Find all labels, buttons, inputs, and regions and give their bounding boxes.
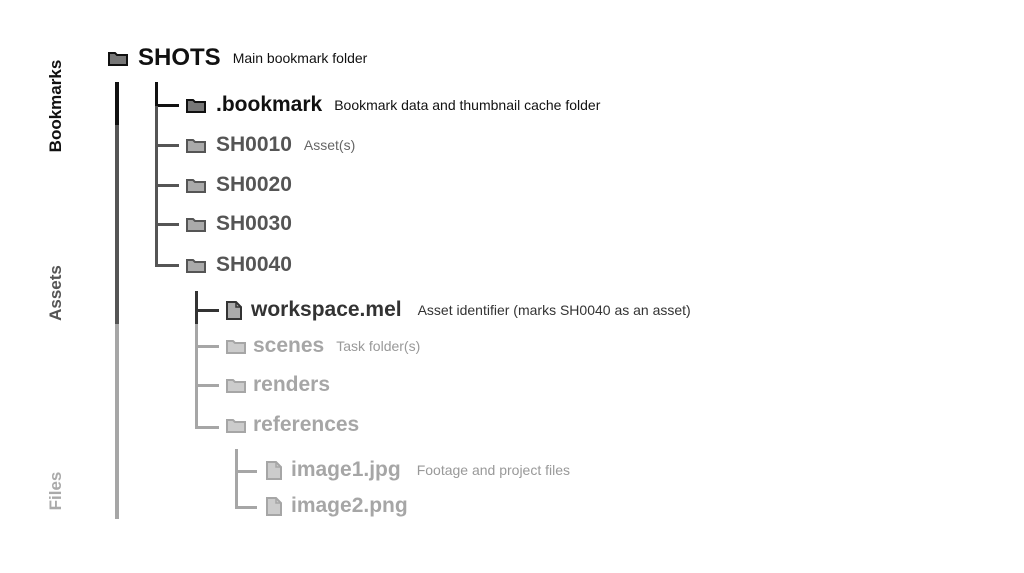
tree-row-image1[interactable]: image1.jpg Footage and project files xyxy=(266,457,570,483)
tree-connector-workspace-v xyxy=(195,291,198,324)
workspace-file-desc: Asset identifier (marks SH0040 as an ass… xyxy=(417,302,691,318)
folder-icon xyxy=(226,377,246,393)
image2-file-name: image2.png xyxy=(291,494,408,517)
folder-icon xyxy=(186,177,206,193)
bookmark-folder-desc: Bookmark data and thumbnail cache folder xyxy=(334,97,601,113)
folder-icon xyxy=(186,137,206,153)
tree-connector-workspace-h xyxy=(195,309,219,312)
sh0010-folder-desc: Asset(s) xyxy=(303,137,356,153)
tree-connector-files-v xyxy=(235,449,238,509)
sh0040-folder-name: SH0040 xyxy=(216,253,292,276)
references-folder-name: references xyxy=(253,413,360,436)
sh0020-folder-name: SH0020 xyxy=(216,173,292,196)
bookmarks-side-bar xyxy=(115,82,119,125)
tree-connector-bookmark-h xyxy=(155,104,179,107)
file-icon xyxy=(266,496,282,516)
tree-connector-sh0030-h xyxy=(155,223,179,226)
shots-folder-name: SHOTS xyxy=(138,44,221,71)
tree-connector-sh0010-h xyxy=(155,144,179,147)
tree-row-sh0020[interactable]: SH0020 xyxy=(186,172,292,198)
tree-connector-scenes-h xyxy=(195,345,219,348)
file-icon xyxy=(266,460,282,480)
image1-file-desc: Footage and project files xyxy=(416,462,571,478)
file-icon xyxy=(226,300,242,320)
tree-row-sh0030[interactable]: SH0030 xyxy=(186,211,292,237)
tree-row-workspace[interactable]: workspace.mel Asset identifier (marks SH… xyxy=(226,296,691,324)
tree-connector-sh0020-h xyxy=(155,184,179,187)
folder-icon xyxy=(186,97,206,113)
assets-side-bar xyxy=(115,125,119,324)
folder-icon xyxy=(226,338,246,354)
tree-row-sh0010[interactable]: SH0010 Asset(s) xyxy=(186,132,355,158)
tree-row-references[interactable]: references xyxy=(226,412,359,438)
tree-row-bookmark[interactable]: .bookmark Bookmark data and thumbnail ca… xyxy=(186,92,600,118)
sh0010-folder-name: SH0010 xyxy=(216,133,292,156)
folder-icon xyxy=(108,50,128,66)
assets-side-label: Assets xyxy=(46,265,65,321)
shots-folder-desc: Main bookmark folder xyxy=(232,50,368,66)
tree-row-shots[interactable]: SHOTS Main bookmark folder xyxy=(108,44,367,72)
image1-file-name: image1.jpg xyxy=(291,458,401,481)
tree-row-sh0040[interactable]: SH0040 xyxy=(186,252,292,278)
renders-folder-name: renders xyxy=(253,373,331,396)
bookmark-folder-name: .bookmark xyxy=(216,93,323,116)
tree-row-scenes[interactable]: scenes Task folder(s) xyxy=(226,333,420,359)
bookmarks-side-label: Bookmarks xyxy=(46,59,65,153)
scenes-folder-name: scenes xyxy=(253,334,325,357)
folder-icon xyxy=(186,257,206,273)
tree-row-image2[interactable]: image2.png xyxy=(266,493,408,519)
folder-icon xyxy=(186,216,206,232)
tree-connector-references-h xyxy=(195,426,219,429)
files-side-bar xyxy=(115,324,119,519)
tree-connector-image2-h xyxy=(235,506,257,509)
sh0030-folder-name: SH0030 xyxy=(216,212,292,235)
tree-connector-bookmark xyxy=(155,82,158,106)
tree-row-renders[interactable]: renders xyxy=(226,372,330,398)
tree-connector-tasks-v xyxy=(195,324,198,429)
workspace-file-name: workspace.mel xyxy=(251,298,402,321)
tree-connector-sh0040-h xyxy=(155,264,179,267)
tree-connector-image1-h xyxy=(235,470,257,473)
folder-icon xyxy=(226,417,246,433)
tree-connector-renders-h xyxy=(195,384,219,387)
files-side-label: Files xyxy=(46,471,65,511)
scenes-folder-desc: Task folder(s) xyxy=(336,338,421,354)
